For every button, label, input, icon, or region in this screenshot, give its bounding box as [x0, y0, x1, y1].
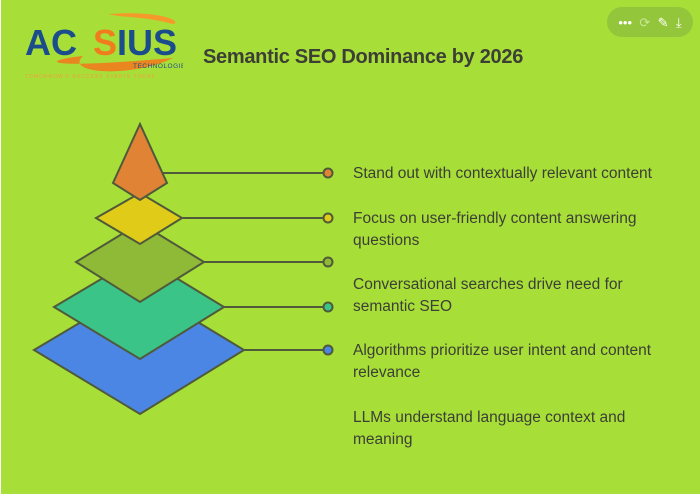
page-title: Semantic SEO Dominance by 2026: [203, 46, 524, 68]
level-2-label: Focus on user-friendly content answering…: [353, 210, 637, 249]
marker-dot: [322, 167, 334, 179]
svg-text:AC: AC: [25, 22, 77, 63]
brush-icon[interactable]: ✎: [657, 14, 669, 30]
marker-dot: [322, 212, 334, 224]
level-4-label: Algorithms prioritize user intent and co…: [353, 342, 652, 381]
level-5-label: LLMs understand language context and mea…: [353, 409, 626, 448]
pyramid-level-2: [94, 191, 184, 246]
refresh-icon[interactable]: ⟳: [639, 14, 651, 30]
svg-text:TECHNOLOGIES: TECHNOLOGIES: [133, 63, 183, 70]
level-3-label: Conversational searches drive need for s…: [353, 276, 623, 315]
marker-dot: [322, 344, 334, 356]
acsius-logo: AC S IUS TECHNOLOGIES TOMORROW'S SUCCESS…: [25, 13, 183, 80]
more-icon[interactable]: •••: [618, 14, 632, 30]
pyramid-level-3: [74, 221, 206, 304]
svg-text:TOMORROW'S SUCCESS STARTS TODA: TOMORROW'S SUCCESS STARTS TODAY: [25, 74, 155, 80]
svg-text:IUS: IUS: [117, 22, 177, 63]
level-1-label: Stand out with contextually relevant con…: [353, 165, 652, 182]
toolbar: ••• ⟳ ✎ ⤓: [607, 7, 693, 37]
pyramid-level-1: [111, 121, 169, 202]
download-icon[interactable]: ⤓: [675, 14, 682, 30]
pyramid-level-4: [52, 254, 226, 361]
marker-dot: [322, 256, 334, 268]
marker-dot: [322, 301, 334, 313]
svg-text:S: S: [93, 22, 117, 63]
